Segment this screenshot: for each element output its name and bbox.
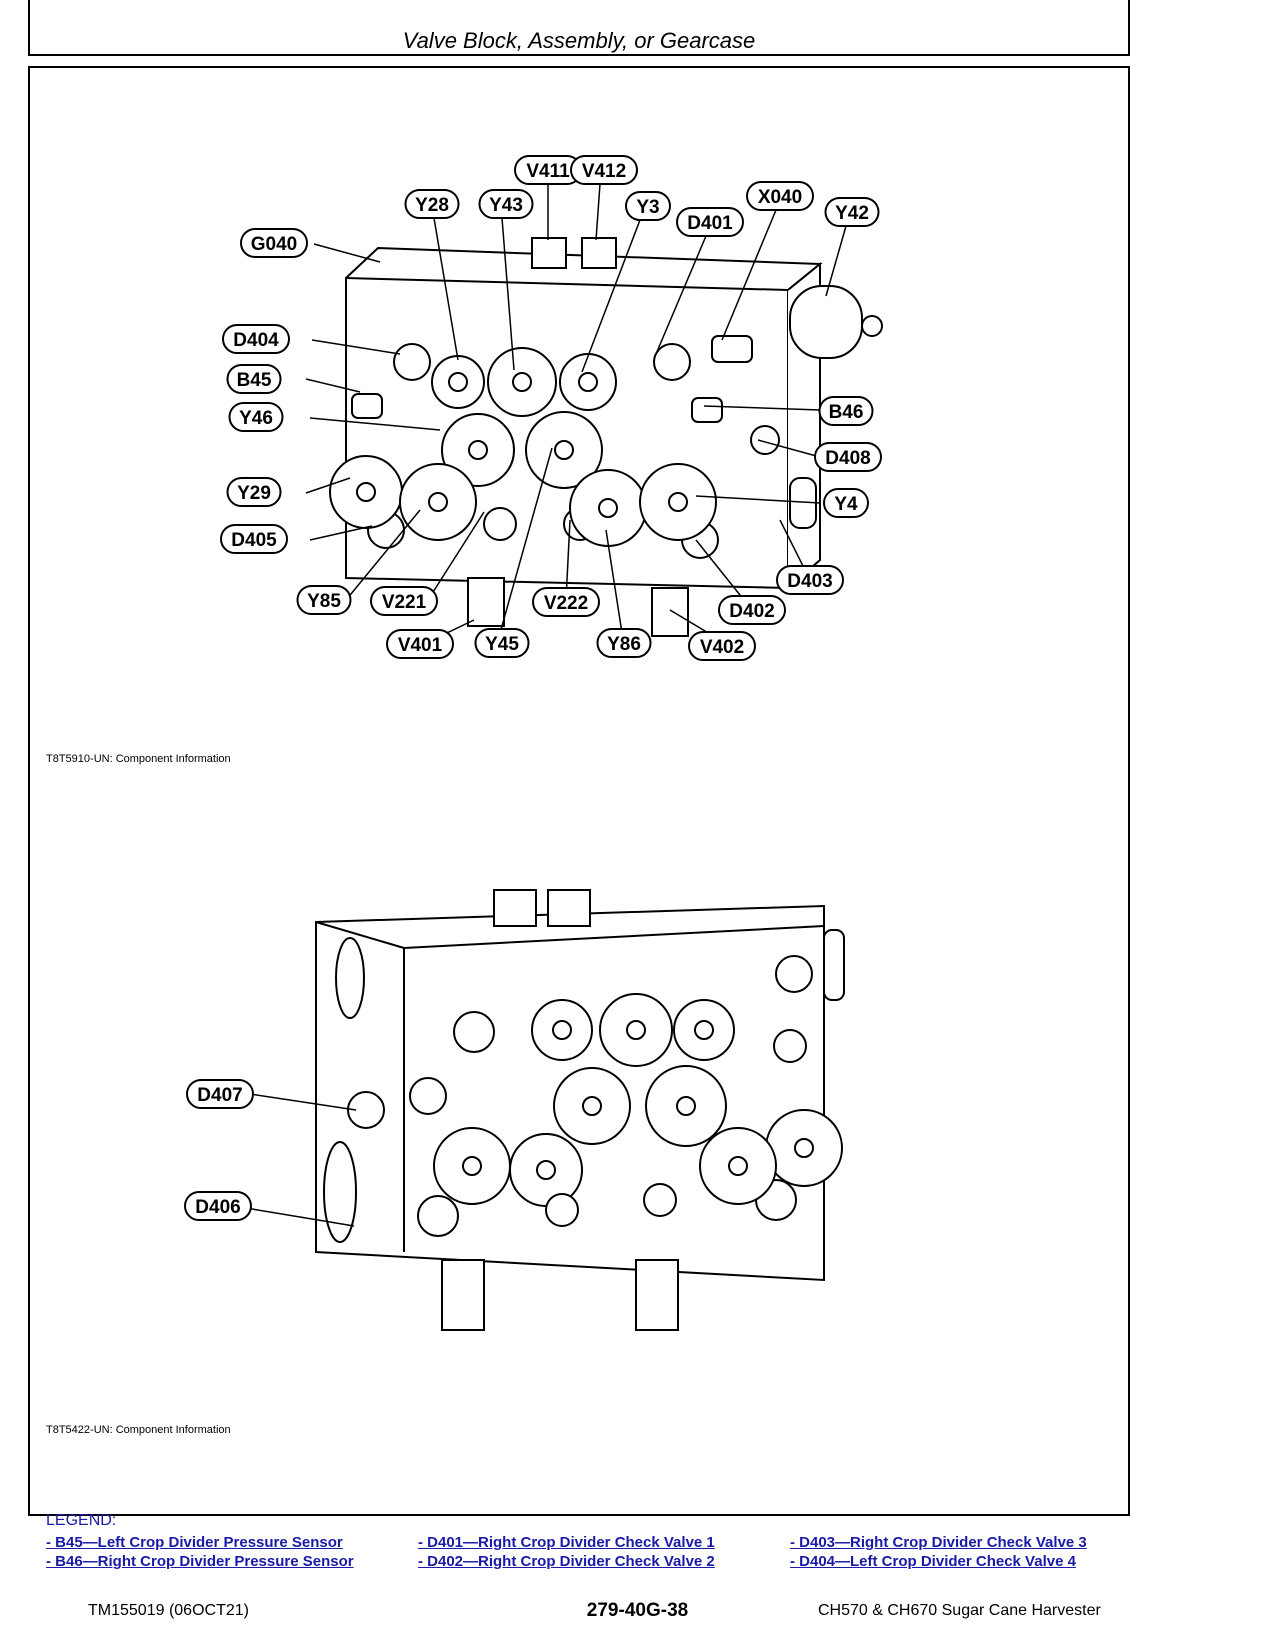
figure-1-caption: T8T5910-UN: Component Information bbox=[46, 753, 231, 765]
callout-label-d405: D405 bbox=[231, 530, 277, 551]
legend-link-d403[interactable]: - D403—Right Crop Divider Check Valve 3 bbox=[790, 1534, 1087, 1551]
callout-bubble bbox=[226, 477, 282, 507]
callout-label-v222: V222 bbox=[544, 593, 588, 614]
legend-link-d404[interactable]: - D404—Left Crop Divider Check Valve 4 bbox=[790, 1553, 1076, 1570]
legend-title: LEGEND: bbox=[46, 1512, 117, 1529]
callout-bubble bbox=[676, 207, 744, 237]
callout-bubble bbox=[814, 442, 882, 472]
callout-bubble bbox=[240, 228, 308, 258]
callout-bubble bbox=[625, 191, 671, 221]
callout-label-d401: D401 bbox=[687, 213, 733, 234]
callout-label-v221: V221 bbox=[382, 592, 427, 613]
page-title: Valve Block, Assembly, or Gearcase bbox=[402, 28, 756, 53]
callout-bubble bbox=[222, 324, 290, 354]
callout-label-y46: Y46 bbox=[239, 408, 273, 429]
callout-label-y29: Y29 bbox=[237, 483, 271, 504]
callout-label-y3: Y3 bbox=[636, 197, 659, 218]
callout-bubble bbox=[570, 155, 638, 185]
callout-label-v411: V411 bbox=[526, 161, 570, 182]
callout-label-d407: D407 bbox=[197, 1085, 242, 1106]
callout-bubble bbox=[823, 488, 869, 518]
header-frame bbox=[28, 0, 1130, 56]
callout-bubble bbox=[776, 565, 844, 595]
callout-bubble bbox=[478, 189, 534, 219]
callout-label-d406: D406 bbox=[195, 1197, 240, 1218]
footer-page-number: 279-40G-38 bbox=[586, 1600, 689, 1621]
callout-bubble bbox=[818, 396, 874, 426]
callout-label-y42: Y42 bbox=[835, 203, 869, 224]
callout-label-d402: D402 bbox=[729, 601, 774, 622]
callout-bubble bbox=[404, 189, 460, 219]
callout-bubble bbox=[688, 631, 756, 661]
callout-label-b46: B46 bbox=[829, 402, 864, 423]
legend-link-d401[interactable]: - D401—Right Crop Divider Check Valve 1 bbox=[418, 1534, 715, 1551]
callout-label-y45: Y45 bbox=[485, 634, 519, 655]
callout-label-x040: X040 bbox=[758, 187, 802, 208]
callout-bubble bbox=[718, 595, 786, 625]
callout-bubble bbox=[370, 586, 438, 616]
callout-label-b45: B45 bbox=[237, 370, 272, 391]
callout-label-g040: G040 bbox=[251, 234, 297, 255]
footer-product-name: CH570 & CH670 Sugar Cane Harvester bbox=[818, 1602, 1101, 1619]
legend-link-b46[interactable]: - B46—Right Crop Divider Pressure Sensor bbox=[46, 1553, 354, 1570]
callout-label-v412: V412 bbox=[582, 161, 626, 182]
figure-2-caption: T8T5422-UN: Component Information bbox=[46, 1424, 231, 1436]
footer-manual-id: TM155019 (06OCT21) bbox=[88, 1602, 249, 1619]
callout-bubble bbox=[186, 1079, 254, 1109]
legend-link-b45[interactable]: - B45—Left Crop Divider Pressure Sensor bbox=[46, 1534, 343, 1551]
callout-bubble bbox=[228, 402, 284, 432]
callout-bubble bbox=[596, 628, 652, 658]
callout-label-y86: Y86 bbox=[607, 634, 641, 655]
callout-bubble bbox=[474, 628, 530, 658]
callout-bubble bbox=[220, 524, 288, 554]
callout-label-d408: D408 bbox=[825, 448, 870, 469]
callout-bubble bbox=[184, 1191, 252, 1221]
callout-bubble bbox=[746, 181, 814, 211]
callout-label-d404: D404 bbox=[233, 330, 279, 351]
callout-label-v402: V402 bbox=[700, 637, 744, 658]
callout-label-d403: D403 bbox=[787, 571, 832, 592]
callout-bubble bbox=[824, 197, 880, 227]
callout-bubble bbox=[226, 364, 282, 394]
callout-label-y43: Y43 bbox=[489, 195, 523, 216]
legend-link-d402[interactable]: - D402—Right Crop Divider Check Valve 2 bbox=[418, 1553, 715, 1570]
callout-bubble bbox=[532, 587, 600, 617]
callout-bubble bbox=[386, 629, 454, 659]
callout-label-y4: Y4 bbox=[834, 494, 858, 515]
callout-label-y28: Y28 bbox=[415, 195, 449, 216]
callout-label-v401: V401 bbox=[398, 635, 443, 656]
callout-bubble bbox=[296, 585, 352, 615]
content-frame bbox=[28, 66, 1130, 1516]
callout-label-y85: Y85 bbox=[307, 591, 341, 612]
